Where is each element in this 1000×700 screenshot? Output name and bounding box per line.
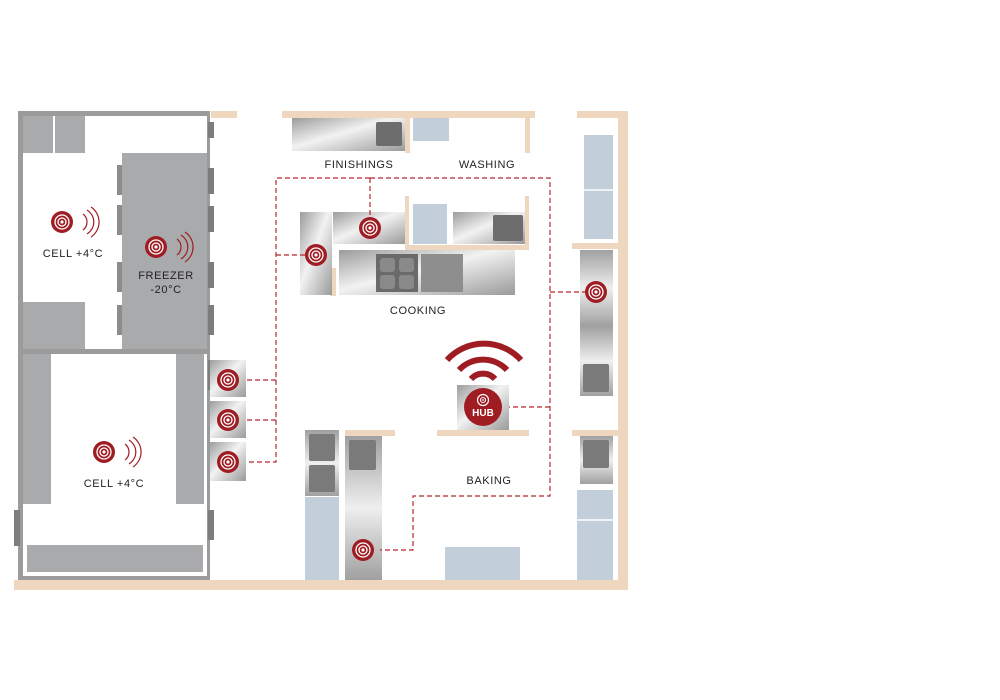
wireless-signal-icon bbox=[444, 340, 524, 382]
cold-room-block bbox=[14, 111, 214, 580]
hub-icon bbox=[464, 388, 502, 426]
temperature-sensor-icon bbox=[144, 235, 168, 259]
temperature-sensor-icon bbox=[216, 368, 240, 392]
temperature-sensor-icon bbox=[50, 210, 74, 234]
temperature-sensor-icon bbox=[351, 538, 375, 562]
storage-units bbox=[305, 118, 613, 580]
temperature-sensor-icon bbox=[216, 408, 240, 432]
temperature-sensor-icon bbox=[92, 440, 116, 464]
temperature-sensor-icon bbox=[304, 243, 328, 267]
exterior-walls bbox=[14, 111, 628, 590]
temperature-sensor-icon bbox=[584, 280, 608, 304]
cell-top-label: CELL +4°C bbox=[42, 248, 104, 260]
kitchen-equipment bbox=[210, 118, 613, 580]
freezer-label-line1: FREEZER bbox=[138, 270, 194, 282]
cooking-label: COOKING bbox=[389, 305, 447, 317]
temperature-sensor-icon bbox=[358, 216, 382, 240]
temperature-sensor-icon bbox=[216, 450, 240, 474]
freezer-label-line2: -20°C bbox=[150, 284, 182, 296]
baking-label: BAKING bbox=[466, 475, 512, 487]
washing-label: WASHING bbox=[458, 159, 516, 171]
cell-bottom-label: CELL +4°C bbox=[83, 478, 145, 490]
hub-label: HUB bbox=[472, 408, 494, 419]
finishings-label: FINISHINGS bbox=[324, 159, 394, 171]
